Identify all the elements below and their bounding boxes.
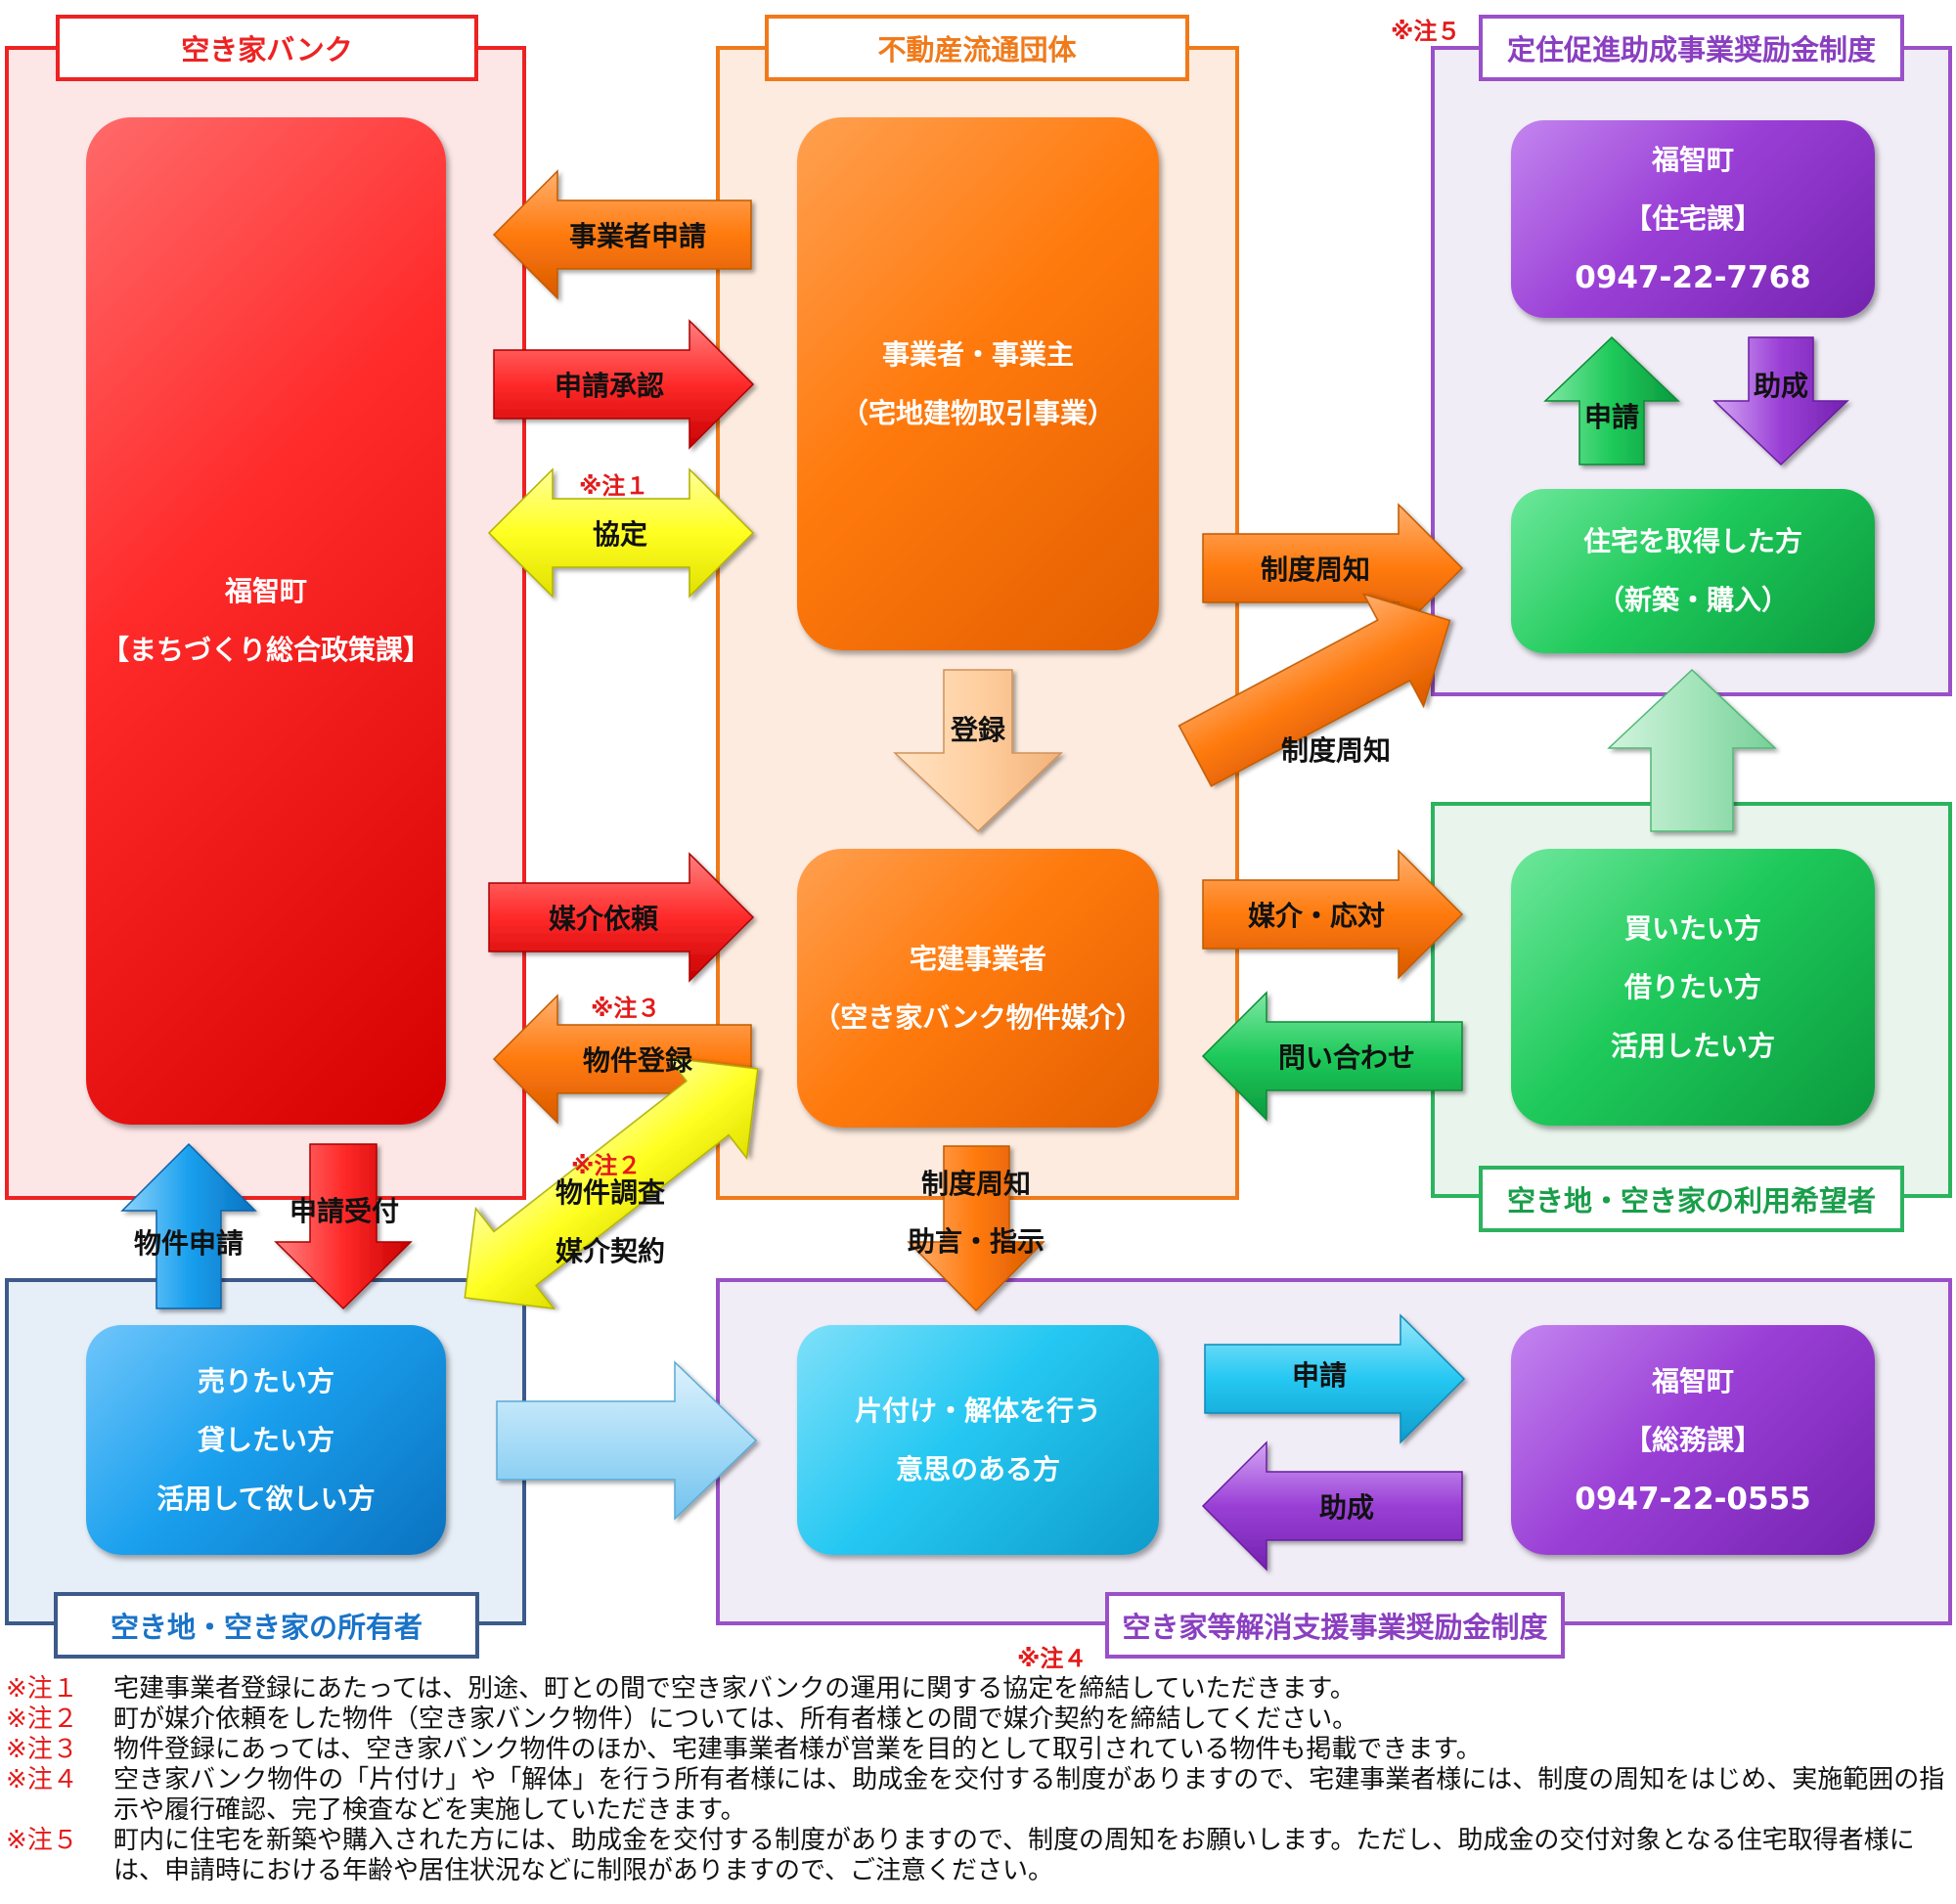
arrow-housing-apply xyxy=(1543,335,1680,465)
note-mark-3: ※注３ xyxy=(591,995,661,1022)
arrow-owners-to-cleanup xyxy=(496,1360,758,1521)
node-sellers: 売りたい方 貸したい方 活用して欲しい方 xyxy=(86,1325,446,1555)
node-buyers-line-2: 借りたい方 xyxy=(1623,970,1761,1003)
footnote-4: ※注４ 空き家バンク物件の「片付け」や「解体」を行う所有者様には、助成金を交付す… xyxy=(6,1765,1952,1826)
label-housing-apply: 申請 xyxy=(1583,401,1640,433)
note-mark-5: ※注５ xyxy=(1391,18,1461,45)
note-mark-4: ※注４ xyxy=(1017,1645,1088,1672)
node-sellers-line-2: 貸したい方 xyxy=(197,1423,334,1456)
label-application-approval: 申請承認 xyxy=(554,370,665,402)
node-home-acquirer-line-2: （新築・購入） xyxy=(1596,584,1789,616)
node-town-general-line-1: 福智町 xyxy=(1651,1364,1734,1397)
node-town-housing-phone: 0947-22-7768 xyxy=(1575,260,1811,295)
label-mediation-response: 媒介・応対 xyxy=(1247,900,1386,932)
note-mark-1: ※注１ xyxy=(579,472,649,500)
label-cleanup-apply: 申請 xyxy=(1291,1359,1348,1392)
arrow-mediation-response xyxy=(1202,849,1464,980)
label-system-notice-3: 制度周知 xyxy=(920,1168,1032,1200)
footnote-1-text: 宅建事業者登録にあたっては、別途、町との間で空き家バンクの運用に関する協定を締結… xyxy=(113,1674,1356,1704)
label-property-registration: 物件登録 xyxy=(582,1044,693,1077)
footnote-4-text: 空き家バンク物件の「片付け」や「解体」を行う所有者様には、助成金を交付する制度が… xyxy=(113,1765,1945,1825)
label-system-notice-1: 制度周知 xyxy=(1260,553,1371,586)
node-town-general-phone: 0947-22-0555 xyxy=(1575,1481,1811,1517)
node-town-policy: 福智町 【まちづくり総合政策課】 xyxy=(86,117,446,1125)
node-cleanup-line-2: 意思のある方 xyxy=(895,1452,1060,1485)
footnote-1: ※注１ 宅建事業者登録にあたっては、別途、町との間で空き家バンクの運用に関する協… xyxy=(6,1674,1952,1705)
node-town-policy-line-1: 福智町 xyxy=(224,575,307,607)
label-advice-instruction: 助言・指示 xyxy=(907,1225,1045,1258)
node-broker-line-1: 宅建事業者 xyxy=(909,942,1046,975)
node-broker: 宅建事業者 （空き家バンク物件媒介） xyxy=(797,849,1159,1128)
arrow-system-notice-1 xyxy=(1202,503,1464,634)
node-business-owner-line-1: 事業者・事業主 xyxy=(881,337,1074,371)
label-survey: 物件調査 xyxy=(555,1176,666,1209)
label-agreement: 協定 xyxy=(592,518,648,551)
arrow-registration xyxy=(893,669,1063,833)
node-town-general: 福智町 【総務課】 0947-22-0555 xyxy=(1511,1325,1875,1555)
node-town-general-line-2: 【総務課】 xyxy=(1623,1423,1761,1456)
label-system-notice-2: 制度周知 xyxy=(1280,734,1392,767)
arrow-agreement xyxy=(487,467,755,598)
arrow-advice-instruction xyxy=(907,1145,1045,1312)
arrow-cleanup-grant xyxy=(1201,1440,1463,1572)
arrow-inquiry xyxy=(1201,991,1463,1122)
region-title-settlement-subsidy: 定住促進助成事業奨励金制度 xyxy=(1479,15,1904,81)
footnote-5-key: ※注５ xyxy=(6,1826,78,1855)
node-sellers-line-1: 売りたい方 xyxy=(197,1364,334,1397)
arrow-survey-contract xyxy=(464,1056,759,1310)
footnote-2-key: ※注２ xyxy=(6,1705,78,1734)
label-property-application: 物件申請 xyxy=(133,1227,244,1260)
region-title-owners: 空き地・空き家の所有者 xyxy=(54,1592,479,1659)
footnote-4-key: ※注４ xyxy=(6,1765,78,1794)
node-town-housing: 福智町 【住宅課】 0947-22-7768 xyxy=(1511,120,1875,318)
label-inquiry: 問い合わせ xyxy=(1277,1041,1416,1074)
arrow-housing-grant xyxy=(1712,336,1849,466)
label-business-application: 事業者申請 xyxy=(568,220,707,252)
footnote-2-text: 町が媒介依頼をした物件（空き家バンク物件）については、所有者様との間で媒介契約を… xyxy=(113,1705,1358,1734)
node-home-acquirer-line-1: 住宅を取得した方 xyxy=(1582,525,1802,557)
note-mark-2: ※注２ xyxy=(571,1152,642,1179)
arrow-cleanup-apply xyxy=(1204,1313,1466,1444)
label-application-receipt: 申請受付 xyxy=(289,1195,400,1227)
label-contract: 媒介契約 xyxy=(555,1235,666,1267)
label-housing-grant: 助成 xyxy=(1753,370,1809,402)
arrow-application-receipt xyxy=(274,1143,413,1310)
arrow-property-application xyxy=(120,1142,257,1309)
node-town-policy-line-2: 【まちづくり総合政策課】 xyxy=(101,634,430,666)
region-title-real-estate: 不動産流通団体 xyxy=(765,15,1189,81)
node-town-housing-line-2: 【住宅課】 xyxy=(1623,202,1761,235)
node-business-owner-line-2: （宅地建物取引事業） xyxy=(840,396,1115,429)
arrow-business-application xyxy=(492,169,752,300)
region-title-akiya-bank: 空き家バンク xyxy=(56,15,478,81)
region-title-demolition-subsidy: 空き家等解消支援事業奨励金制度 xyxy=(1105,1592,1565,1659)
label-mediation-request: 媒介依頼 xyxy=(548,903,659,935)
node-home-acquirer: 住宅を取得した方 （新築・購入） xyxy=(1511,489,1875,653)
node-buyers-line-3: 活用したい方 xyxy=(1610,1029,1775,1062)
footnote-5-text: 町内に住宅を新築や購入された方には、助成金を交付する制度がありますので、制度の周… xyxy=(113,1826,1915,1885)
node-business-owner: 事業者・事業主 （宅地建物取引事業） xyxy=(797,117,1159,650)
label-registration: 登録 xyxy=(950,714,1006,746)
footnote-5: ※注５ 町内に住宅を新築や購入された方には、助成金を交付する制度がありますので、… xyxy=(6,1826,1952,1886)
footnote-3-text: 物件登録にあっては、空き家バンク物件のほか、宅建事業者様が営業を目的として取引さ… xyxy=(113,1735,1482,1764)
node-town-housing-line-1: 福智町 xyxy=(1651,144,1734,176)
arrow-system-notice-2 xyxy=(1178,593,1451,787)
region-title-users: 空き地・空き家の利用希望者 xyxy=(1479,1166,1904,1232)
footnote-2: ※注２ 町が媒介依頼をした物件（空き家バンク物件）については、所有者様との間で媒… xyxy=(6,1705,1952,1735)
node-buyers: 買いたい方 借りたい方 活用したい方 xyxy=(1511,849,1875,1126)
node-broker-line-2: （空き家バンク物件媒介） xyxy=(813,1000,1143,1034)
footnote-3-key: ※注３ xyxy=(6,1735,78,1764)
footnote-3: ※注３ 物件登録にあっては、空き家バンク物件のほか、宅建事業者様が営業を目的とし… xyxy=(6,1735,1952,1765)
node-cleanup: 片付け・解体を行う 意思のある方 xyxy=(797,1325,1159,1555)
footnote-1-key: ※注１ xyxy=(6,1674,78,1704)
arrow-mediation-request xyxy=(488,852,755,983)
node-sellers-line-3: 活用して欲しい方 xyxy=(156,1482,376,1515)
footnotes: ※注１ 宅建事業者登録にあたっては、別途、町との間で空き家バンクの運用に関する協… xyxy=(6,1674,1952,1886)
node-buyers-line-1: 買いたい方 xyxy=(1623,911,1761,945)
node-cleanup-line-1: 片付け・解体を行う xyxy=(854,1394,1101,1427)
arrow-users-to-acquirer xyxy=(1607,668,1777,832)
arrow-application-approval xyxy=(493,319,755,450)
label-cleanup-grant: 助成 xyxy=(1318,1491,1375,1524)
